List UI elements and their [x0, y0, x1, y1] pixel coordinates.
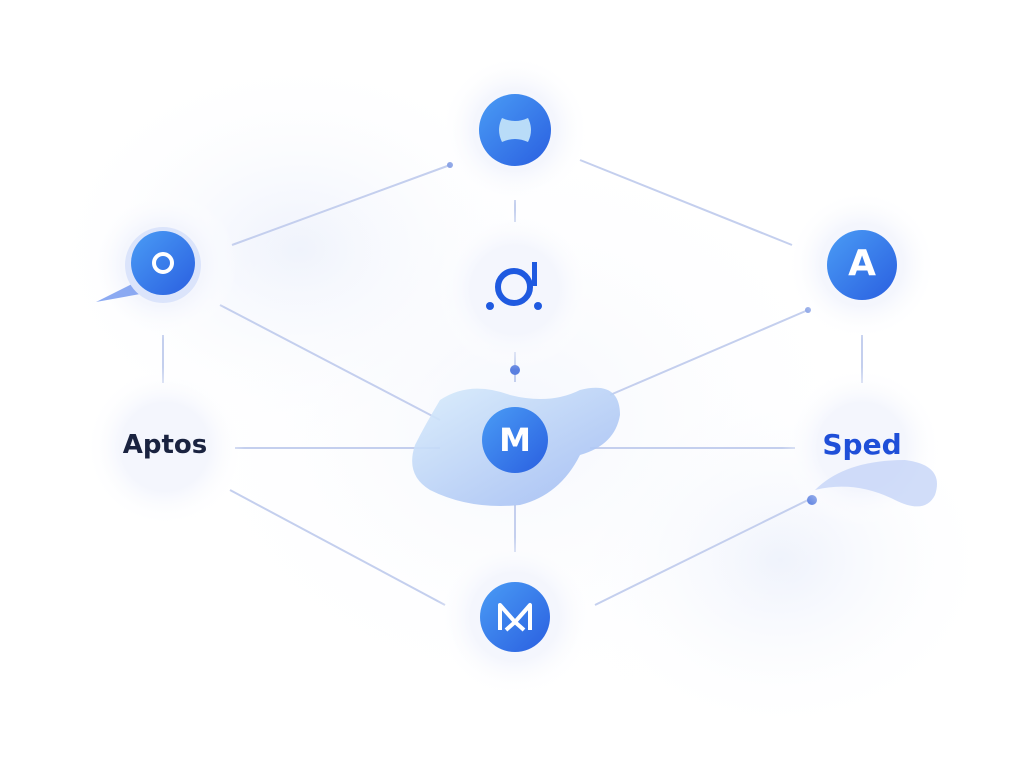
node-bottom[interactable]: [480, 582, 550, 652]
node-left[interactable]: [96, 227, 201, 303]
circle-icon: [152, 252, 174, 274]
node-label-sped[interactable]: Sped: [822, 428, 902, 461]
node-top[interactable]: [479, 94, 551, 166]
node-center-upper[interactable]: [486, 262, 542, 310]
connector-line: [231, 164, 451, 246]
butterfly-icon: [499, 118, 531, 142]
letter-m-icon: M: [499, 421, 531, 459]
connector-line: [579, 159, 793, 246]
rings-logo-icon: [486, 262, 542, 310]
connector-line: [229, 489, 446, 606]
node-right-a[interactable]: [827, 230, 897, 300]
connector-line: [219, 304, 441, 421]
letter-a-icon: A: [848, 243, 876, 284]
m-logo-icon: [498, 603, 532, 632]
node-center-m[interactable]: [412, 387, 620, 506]
node-label-aptos[interactable]: Aptos: [122, 430, 208, 460]
connector-lines: [162, 159, 863, 606]
sped-blob-shape: [815, 460, 937, 507]
connector-line: [609, 309, 809, 396]
connector-line: [594, 499, 809, 606]
